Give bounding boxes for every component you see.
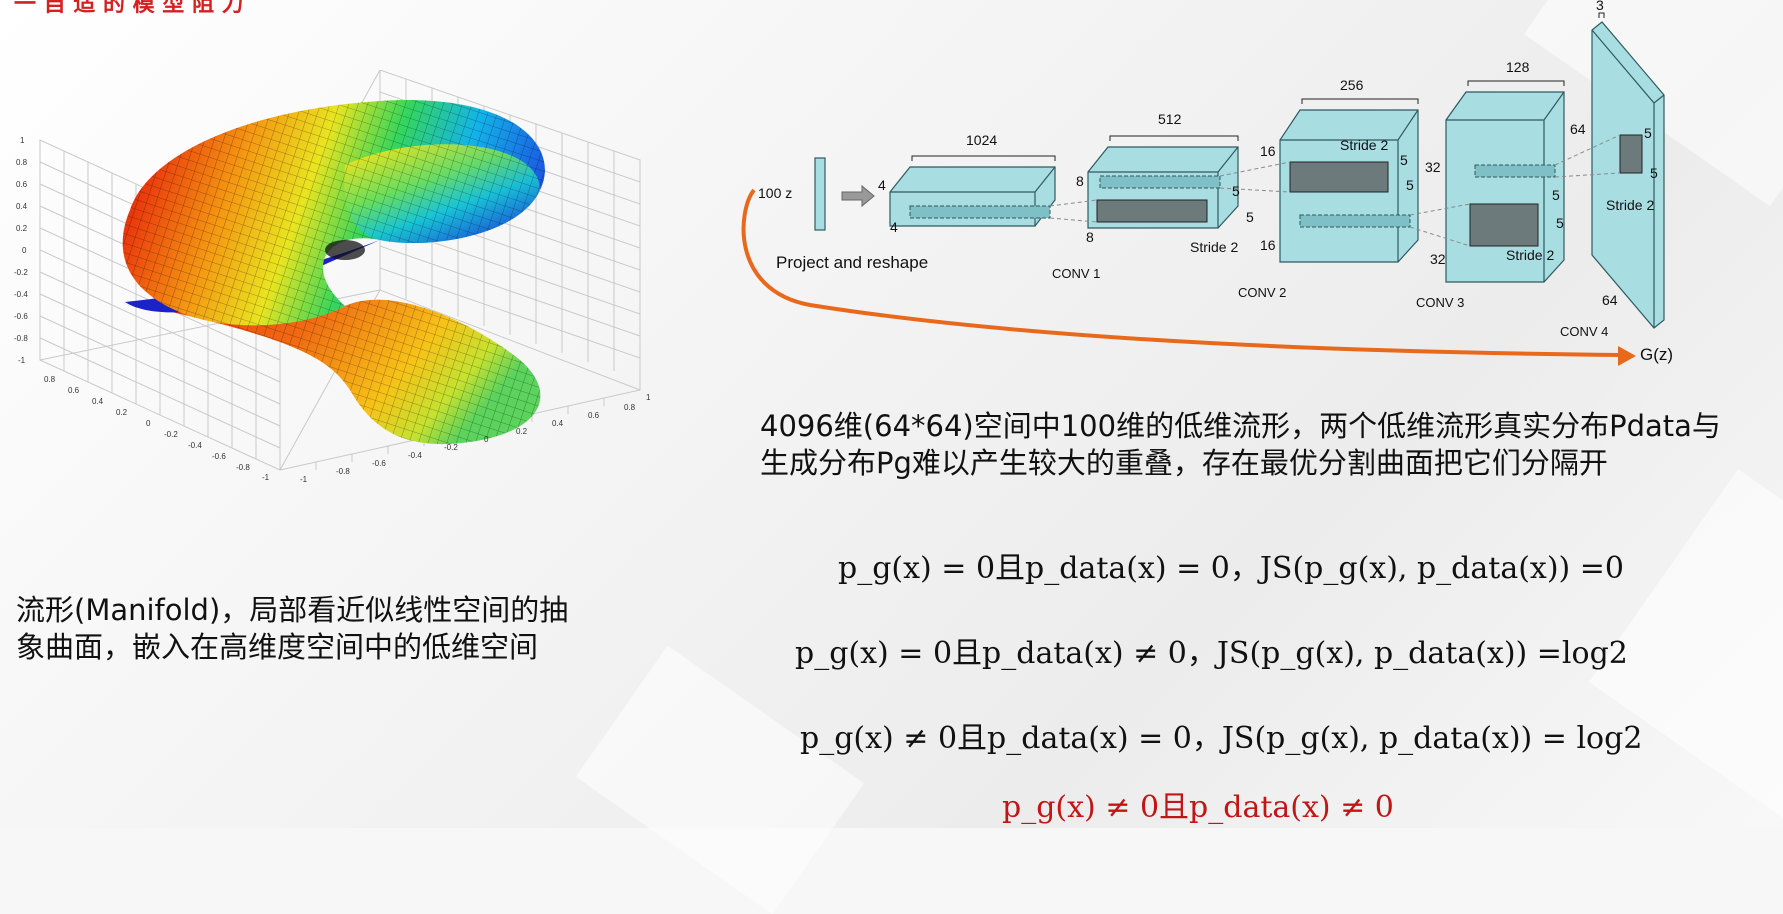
- z-tick-label: -1: [18, 356, 26, 365]
- dim-64: 64: [1570, 121, 1586, 137]
- dim-256: 256: [1340, 77, 1364, 93]
- conv1-stride: Stride 2: [1190, 239, 1238, 255]
- y-tick-label: -0.8: [336, 467, 350, 476]
- conv2-stride: Stride 2: [1340, 137, 1388, 153]
- y-tick-label: 0.6: [588, 411, 600, 420]
- y-tick-label: -0.4: [408, 451, 422, 460]
- dim-32: 32: [1425, 159, 1441, 175]
- x-tick-label: 0: [146, 419, 151, 428]
- z-tick-label: 0.8: [16, 158, 28, 167]
- z-tick-label: -0.8: [14, 334, 28, 343]
- dim-1024: 1024: [966, 132, 997, 148]
- manifold-3d-plot: 1 0.8 0.6 0.4 0.2 0 -0.2 -0.4 -0.6 -0.8 …: [14, 70, 651, 484]
- y-tick-label: -1: [300, 475, 308, 484]
- dim-64: 64: [1602, 292, 1618, 308]
- y-tick-label: -0.6: [372, 459, 386, 468]
- z-tick-label: 1: [20, 136, 25, 145]
- dim-8: 8: [1086, 229, 1094, 245]
- low-dim-manifold-caption: 4096维(64*64)空间中100维的低维流形，两个低维流形真实分布Pdata…: [760, 408, 1780, 482]
- conv1-label: CONV 1: [1052, 266, 1100, 281]
- manifold-caption-line: 象曲面，嵌入在高维度空间中的低维空间: [16, 630, 539, 664]
- dim-8: 8: [1076, 173, 1084, 189]
- project-label: Project and reshape: [776, 253, 928, 272]
- dim-512: 512: [1158, 111, 1182, 127]
- dim-5: 5: [1644, 125, 1652, 141]
- caption-line: 4096维(64*64)空间中100维的低维流形，两个低维流形真实分布Pdata…: [760, 409, 1721, 443]
- dim-5: 5: [1650, 165, 1658, 181]
- y-tick-label: 0.2: [516, 427, 528, 436]
- conv3-stride: Stride 2: [1506, 247, 1554, 263]
- dim-32: 32: [1430, 251, 1446, 267]
- dim-5: 5: [1552, 187, 1560, 203]
- manifold-caption-line: 流形(Manifold)，局部看近似线性空间的抽: [16, 593, 569, 627]
- y-tick-label: 0.4: [552, 419, 564, 428]
- x-tick-label: -0.2: [164, 430, 178, 439]
- x-tick-label: 0.4: [92, 397, 104, 406]
- conv4-label: CONV 4: [1560, 324, 1608, 339]
- dim-4: 4: [890, 219, 898, 235]
- output-arrow: [741, 188, 1621, 357]
- formula-both-nonzero: p_g(x) ≠ 0且p_data(x) ≠ 0: [1002, 790, 1394, 825]
- manifold-caption: 流形(Manifold)，局部看近似线性空间的抽 象曲面，嵌入在高维度空间中的低…: [16, 592, 656, 666]
- y-tick-label: 0.8: [624, 403, 636, 412]
- x-tick-label: 0.8: [44, 375, 56, 384]
- dim-4: 4: [878, 177, 886, 193]
- dim-128: 128: [1506, 59, 1530, 75]
- dim-16: 16: [1260, 143, 1276, 159]
- z-tick-label: 0.4: [16, 202, 28, 211]
- output-label: G(z): [1640, 345, 1673, 364]
- input-vector-block: [814, 157, 826, 231]
- z-tick-label: -0.4: [14, 290, 28, 299]
- z-tick-label: 0.2: [16, 224, 28, 233]
- conv4-stride: Stride 2: [1606, 197, 1654, 213]
- formula-pdata-zero: p_g(x) ≠ 0且p_data(x) = 0，JS(p_g(x), p_da…: [800, 721, 1643, 756]
- input-label: 100 z: [758, 185, 792, 201]
- dim-5: 5: [1400, 152, 1408, 168]
- x-tick-label: -0.4: [188, 441, 202, 450]
- z-tick-label: 0.6: [16, 180, 28, 189]
- slide-title-fragment: 一 自 适 的 模 型 阻 力: [14, 0, 244, 17]
- dcgan-architecture-diagram: 100 z Project and reshape 1024 4 4 512 8…: [741, 0, 1673, 366]
- x-tick-label: -1: [262, 473, 270, 482]
- conv3-label: CONV 3: [1416, 295, 1464, 310]
- conv4-output-block: [1591, 21, 1665, 329]
- z-tick-label: -0.2: [14, 268, 28, 277]
- input-arrow: [841, 184, 875, 208]
- x-tick-label: 0.2: [116, 408, 128, 417]
- y-tick-label: 0: [484, 435, 489, 444]
- dim-5: 5: [1406, 177, 1414, 193]
- z-tick-label: -0.6: [14, 312, 28, 321]
- dim-5: 5: [1246, 209, 1254, 225]
- formula-both-zero: p_g(x) = 0且p_data(x) = 0，JS(p_g(x), p_da…: [838, 551, 1625, 586]
- dim-5: 5: [1556, 215, 1564, 231]
- dim-16: 16: [1260, 237, 1276, 253]
- caption-line: 生成分布Pg难以产生较大的重叠，存在最优分割曲面把它们分隔开: [760, 446, 1608, 480]
- dim-3: 3: [1596, 0, 1604, 13]
- dim-5: 5: [1232, 183, 1240, 199]
- y-tick-label: 1: [646, 393, 651, 402]
- conv2-label: CONV 2: [1238, 285, 1286, 300]
- y-tick-label: -0.2: [444, 443, 458, 452]
- formula-pg-zero: p_g(x) = 0且p_data(x) ≠ 0，JS(p_g(x), p_da…: [795, 636, 1628, 671]
- x-tick-label: -0.6: [212, 452, 226, 461]
- output-arrowhead: [1618, 346, 1636, 366]
- x-tick-label: -0.8: [236, 463, 250, 472]
- z-tick-label: 0: [22, 246, 27, 255]
- x-tick-label: 0.6: [68, 386, 80, 395]
